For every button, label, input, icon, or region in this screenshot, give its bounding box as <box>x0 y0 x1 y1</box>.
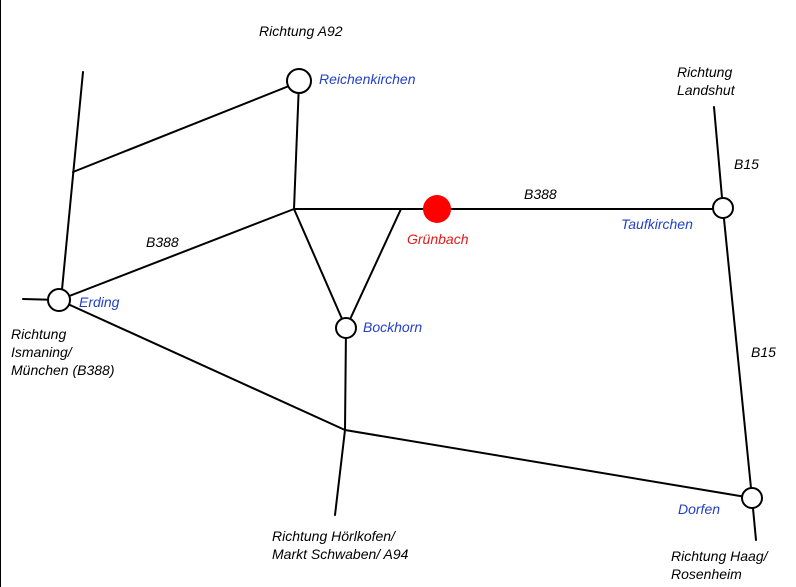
direction-label-hoerlkofen: Richtung Hörlkofen/ Markt Schwaben/ A94 <box>272 527 408 563</box>
town-marker-dorfen <box>741 487 763 509</box>
road-northwest-vertical <box>60 71 84 301</box>
direction-label-haag: Richtung Haag/ Rosenheim <box>671 547 768 583</box>
road-b388-west <box>58 208 295 301</box>
direction-line: Markt Schwaben/ A94 <box>272 546 409 562</box>
road-reichenkirchen-south <box>293 81 300 210</box>
town-marker-taufkirchen <box>712 197 734 219</box>
direction-line: München (B388) <box>11 362 115 378</box>
road-b15-north <box>713 106 724 210</box>
road-bockhorn-south <box>344 327 347 431</box>
road-b15-south <box>722 208 753 499</box>
road-label-b15-north: B15 <box>734 156 759 172</box>
direction-line: Landshut <box>677 82 735 98</box>
town-label-erding: Erding <box>79 294 120 310</box>
road-label-b388-east: B388 <box>524 186 557 202</box>
direction-label-landshut: Richtung Landshut <box>677 63 735 99</box>
road-junction-to-dorfen <box>344 429 753 499</box>
direction-line: Richtung <box>677 64 733 80</box>
direction-line: Ismaning/ <box>11 344 72 360</box>
road-label-b15-south: B15 <box>751 344 776 360</box>
direction-label-muenchen: Richtung Ismaning/ München (B388) <box>11 325 115 379</box>
direction-line: Richtung Haag/ <box>671 548 768 564</box>
town-marker-bockhorn <box>335 317 357 339</box>
road-triangle-east <box>345 208 402 329</box>
town-label-bockhorn: Bockhorn <box>363 319 423 335</box>
town-label-reichenkirchen: Reichenkirchen <box>319 71 416 87</box>
town-marker-erding <box>47 288 71 312</box>
road-label-b388-west: B388 <box>146 234 179 250</box>
road-to-reichenkirchen <box>72 81 300 173</box>
town-label-taufkirchen: Taufkirchen <box>621 216 693 232</box>
town-label-gruenbach: Grünbach <box>407 231 469 247</box>
road-triangle-west <box>293 208 347 329</box>
town-marker-gruenbach <box>423 195 451 223</box>
direction-line: Richtung <box>11 326 67 342</box>
direction-line: Rosenheim <box>671 566 742 582</box>
road-erding-to-junction <box>58 299 346 431</box>
direction-label-a92: Richtung A92 <box>259 23 343 39</box>
town-marker-reichenkirchen <box>286 68 312 94</box>
direction-line: Richtung Hörlkofen/ <box>272 528 395 544</box>
road-to-hoerlkofen <box>334 429 346 516</box>
town-label-dorfen: Dorfen <box>678 501 721 517</box>
